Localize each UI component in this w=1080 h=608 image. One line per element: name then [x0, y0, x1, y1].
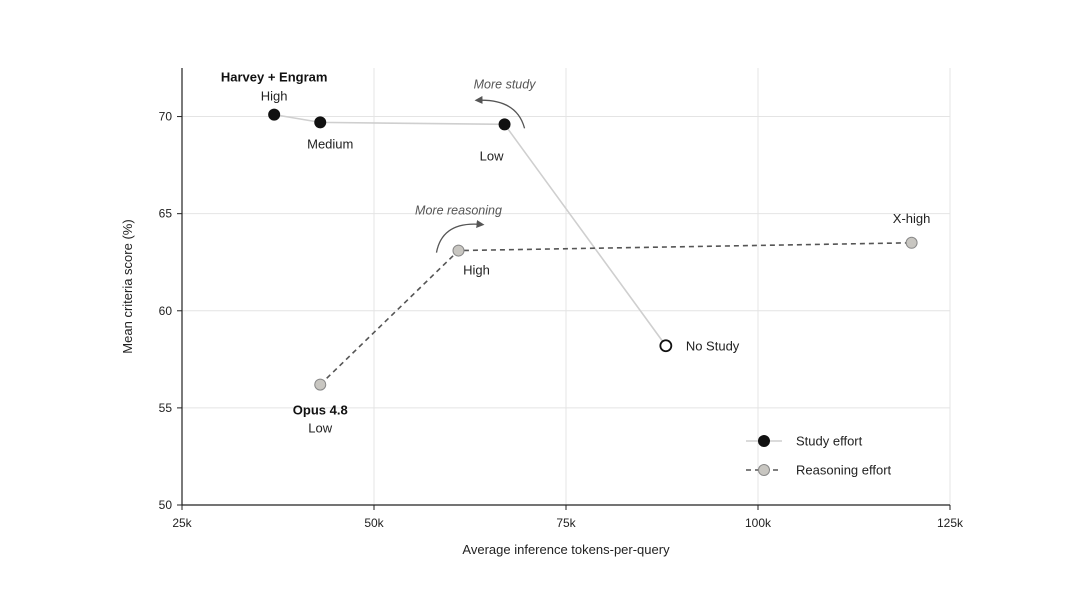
y-tick-label-4: 70 [159, 110, 173, 124]
series-0-point-label-1: Medium [307, 136, 353, 151]
annotation-arrow-0 [474, 96, 526, 129]
series-0-point-0 [268, 108, 281, 121]
series-line-0 [274, 113, 667, 347]
annotation-text-1: More reasoning [415, 204, 502, 218]
legend-label-1: Reasoning effort [796, 463, 892, 478]
grid-layer [182, 68, 951, 505]
annotation-arrow-1 [435, 219, 485, 253]
legend-marker-1 [758, 464, 770, 476]
series-1-point-label-1: High [463, 263, 490, 278]
legend-marker-0 [758, 435, 770, 447]
legend-label-0: Study effort [796, 434, 863, 449]
x-tick-label-4: 125k [937, 516, 964, 530]
series-1-point-2 [905, 236, 918, 249]
y-axis-label: Mean criteria score (%) [120, 219, 135, 353]
series-points [268, 108, 918, 391]
series-1-point-0 [314, 378, 327, 391]
x-tick-label-2: 75k [556, 516, 576, 530]
y-tick-label-3: 65 [159, 207, 173, 221]
series-0-point-2 [498, 118, 511, 131]
group-label-0: Harvey + Engram [221, 70, 328, 85]
y-tick-label-1: 55 [159, 401, 173, 415]
series-1-point-label-0: Low [308, 421, 332, 436]
series-0-point-label-3: No Study [686, 339, 740, 354]
x-tick-label-0: 25k [172, 516, 192, 530]
x-axis-label: Average inference tokens-per-query [462, 542, 670, 557]
series-0-point-label-0: High [261, 89, 288, 104]
x-tick-label-1: 50k [364, 516, 384, 530]
series-0-point-3 [659, 339, 673, 353]
series-1-point-label-2: X-high [893, 211, 931, 226]
y-tick-label-2: 60 [159, 304, 173, 318]
series-line-1 [319, 242, 912, 386]
group-label-1: Opus 4.8 [293, 403, 348, 418]
annotation-text-0: More study [474, 77, 537, 91]
series-1-point-1 [452, 244, 465, 257]
series-0-point-1 [314, 116, 327, 129]
series-0-point-label-2: Low [480, 148, 504, 163]
x-tick-label-3: 100k [745, 516, 772, 530]
y-tick-label-0: 50 [159, 498, 173, 512]
series-lines [274, 113, 912, 386]
